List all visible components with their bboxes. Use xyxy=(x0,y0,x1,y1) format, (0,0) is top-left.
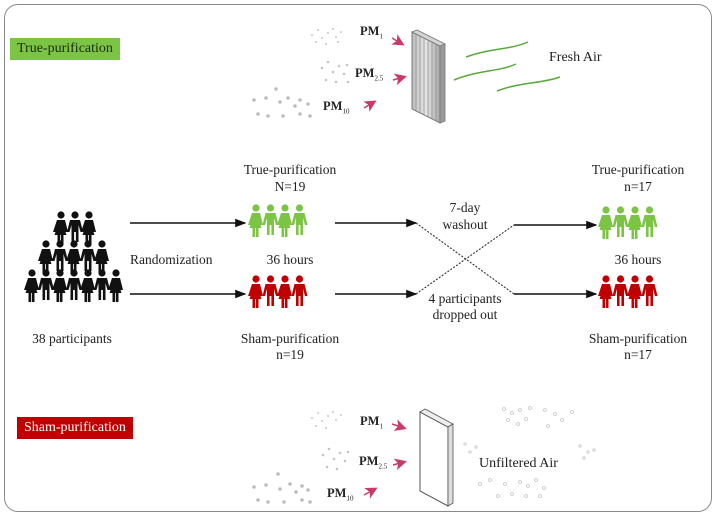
diagram-frame xyxy=(4,4,712,512)
period1-true-group-icon xyxy=(248,204,308,237)
washout-line2: washout xyxy=(442,217,488,232)
period1-sham-title: Sham-purification xyxy=(240,331,340,346)
pm10-inflow-arrow-icon xyxy=(363,100,377,112)
dust-cloud-pm1-bottom xyxy=(311,411,342,429)
unfiltered-air-label: Unfiltered Air xyxy=(479,456,558,471)
pm10-inflow-arrow-bottom-icon xyxy=(363,487,378,499)
dust-cloud-pm10-bottom xyxy=(252,472,312,504)
group-member-icon xyxy=(598,206,613,239)
dust-cloud-pm25-bottom xyxy=(321,447,350,471)
pm25-inflow-arrow-bottom-icon xyxy=(392,458,407,471)
sham-purification-badge: Sham-purification xyxy=(17,417,133,439)
group-member-icon xyxy=(277,275,292,308)
participant-icon xyxy=(81,211,96,244)
pm1-inflow-arrow-icon xyxy=(391,34,405,46)
participant-icon xyxy=(94,269,110,300)
participant-icon xyxy=(53,211,68,244)
group-member-icon xyxy=(248,275,263,308)
group-member-icon xyxy=(612,275,629,306)
dust-cloud-pm25-top xyxy=(320,60,350,84)
participant-icon xyxy=(66,269,82,300)
pm1-label-bottom: PM1 xyxy=(360,414,383,431)
participant-icon xyxy=(38,269,54,300)
group-member-icon xyxy=(262,204,279,235)
unfiltered-air-particles-icon xyxy=(463,406,596,498)
period2-true-n: n=17 xyxy=(624,179,652,194)
group-member-icon xyxy=(248,204,263,237)
period1-sham-group-icon xyxy=(248,275,308,308)
true-purification-badge: True-purification xyxy=(10,38,120,60)
participant-icon xyxy=(24,269,39,302)
period2-sham-title: Sham-purification xyxy=(588,331,688,346)
participant-icon xyxy=(38,240,53,273)
participant-icon xyxy=(108,269,123,302)
period2-sham-n: n=17 xyxy=(624,347,652,362)
fresh-air-lines-icon xyxy=(453,41,561,92)
participant-icon xyxy=(52,240,68,271)
pm1-label-top: PM1 xyxy=(360,24,383,41)
participant-icon xyxy=(94,240,109,273)
group-member-icon xyxy=(641,206,658,237)
dropout-line2: dropped out xyxy=(432,307,498,322)
dust-cloud-pm10-top xyxy=(252,87,312,118)
fresh-air-label: Fresh Air xyxy=(549,50,602,65)
participant-icon xyxy=(52,269,67,302)
pm25-inflow-arrow-icon xyxy=(392,73,407,86)
sham-filter-icon xyxy=(419,408,454,507)
period1-true-n: N=19 xyxy=(274,179,306,194)
participants-count-label: 38 participants xyxy=(32,331,112,346)
group-member-icon xyxy=(291,275,308,306)
group-member-icon xyxy=(612,206,629,237)
period1-sham-n: n=19 xyxy=(276,347,304,362)
randomization-label: Randomization xyxy=(130,252,213,267)
crossover-line-true-to-sham xyxy=(415,222,515,295)
group-member-icon xyxy=(598,275,613,308)
group-member-icon xyxy=(641,275,658,306)
pm25-label-bottom: PM2.5 xyxy=(359,454,388,471)
pm1-inflow-arrow-bottom-icon xyxy=(391,419,407,431)
crossover-line-sham-to-true xyxy=(415,224,515,295)
hepa-filter-icon xyxy=(411,29,446,124)
group-member-icon xyxy=(262,275,279,306)
pm10-label-top: PM10 xyxy=(323,99,350,116)
group-member-icon xyxy=(277,204,292,237)
participant-icon xyxy=(66,240,81,273)
period2-duration: 36 hours xyxy=(614,252,662,267)
period1-true-title: True-purification xyxy=(243,162,337,177)
group-member-icon xyxy=(627,206,642,239)
group-member-icon xyxy=(627,275,642,308)
participant-icon xyxy=(80,240,96,271)
washout-line1: 7-day xyxy=(449,200,481,215)
pm10-label-bottom: PM10 xyxy=(327,486,354,503)
pm25-label-top: PM2.5 xyxy=(355,66,384,83)
period2-true-group-icon xyxy=(598,206,658,239)
dust-cloud-pm1-top xyxy=(311,28,342,45)
period2-sham-group-icon xyxy=(598,275,658,308)
participant-icon xyxy=(80,269,95,302)
participant-icon xyxy=(67,211,83,242)
participants-group-icon xyxy=(24,211,123,302)
dropout-line1: 4 participants xyxy=(428,291,502,306)
period1-duration: 36 hours xyxy=(266,252,314,267)
group-member-icon xyxy=(291,204,308,235)
period2-true-title: True-purification xyxy=(591,162,685,177)
